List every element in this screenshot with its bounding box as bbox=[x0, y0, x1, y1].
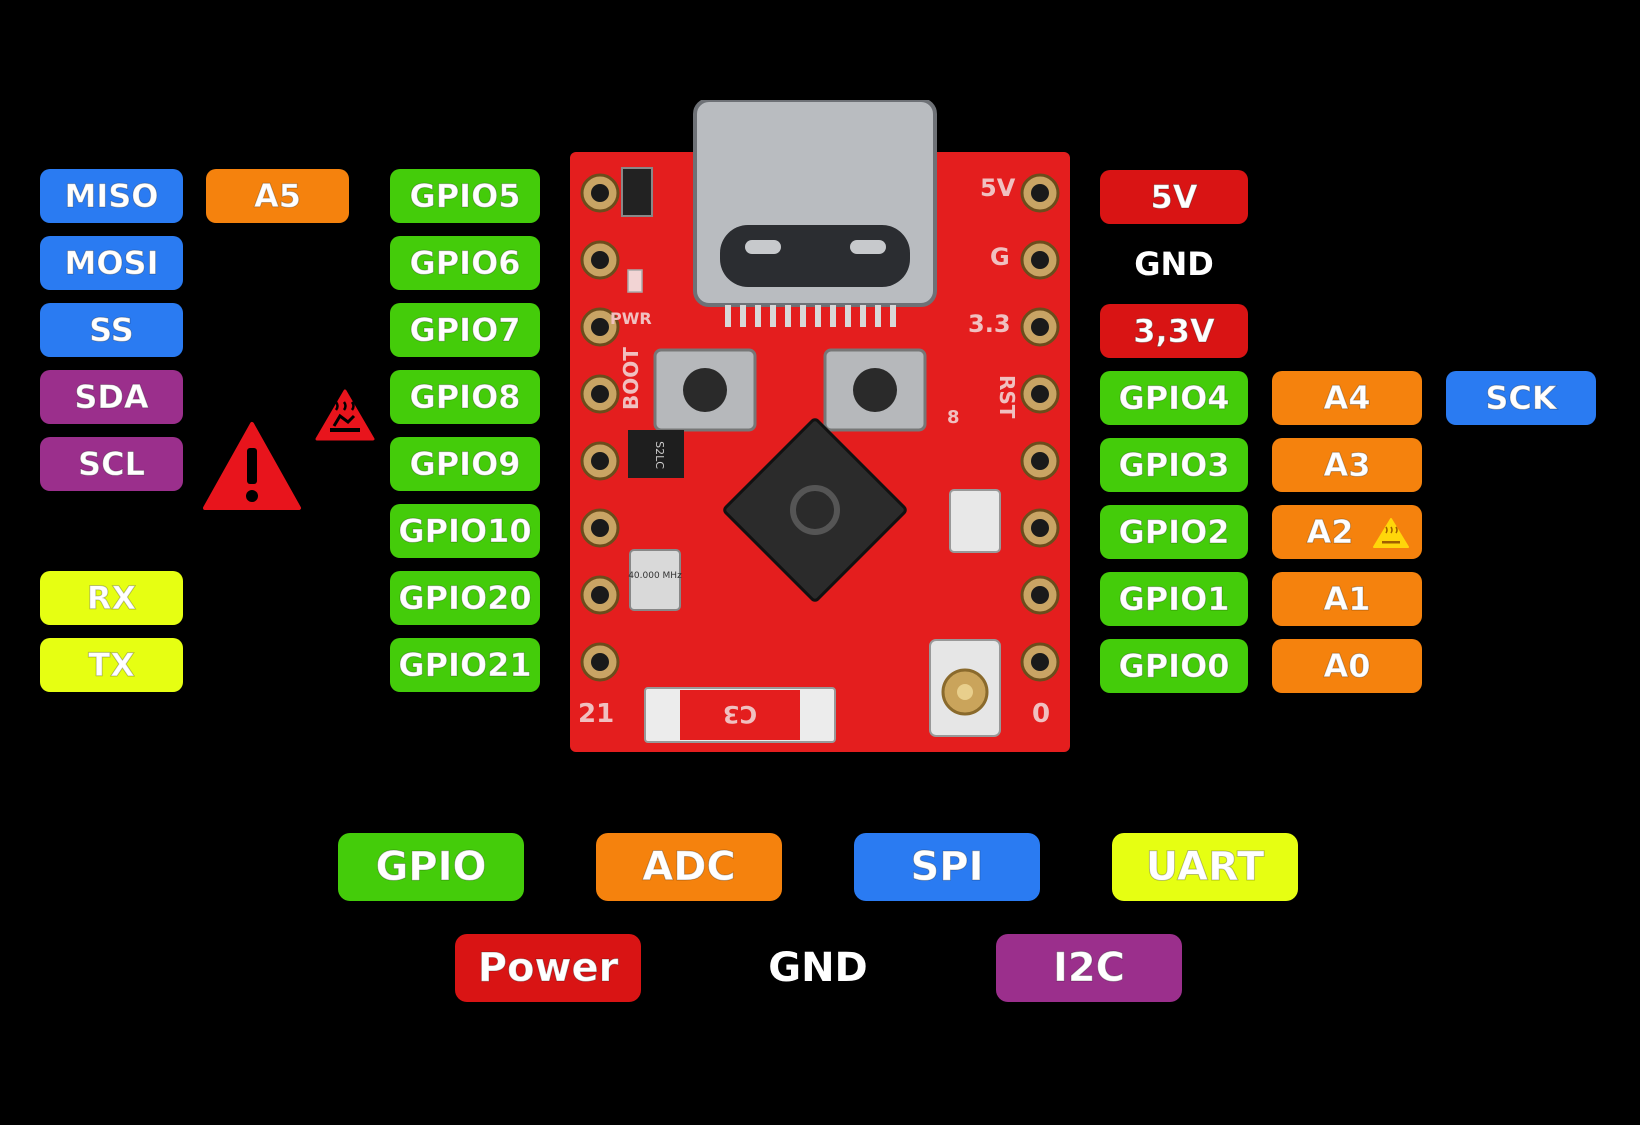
legend-adc: ADC bbox=[596, 833, 782, 901]
sda-label: SDA bbox=[40, 370, 183, 424]
svg-text:40.000 MHz: 40.000 MHz bbox=[628, 571, 682, 581]
right-pin-3v3: 3,3V bbox=[1100, 304, 1248, 358]
left-pin-gpio8: GPIO8 bbox=[390, 370, 540, 424]
mosi-label: MOSI bbox=[40, 236, 183, 290]
left-pin-gpio5: GPIO5 bbox=[390, 169, 540, 223]
a3-label: A3 bbox=[1272, 438, 1422, 492]
left-pin-gpio20: GPIO20 bbox=[390, 571, 540, 625]
crystal bbox=[629, 549, 681, 611]
ss-label: SS bbox=[40, 303, 183, 357]
svg-text:RST: RST bbox=[995, 375, 1019, 419]
rgb-led bbox=[949, 489, 1001, 553]
svg-text:5V: 5V bbox=[980, 174, 1016, 202]
right-pin-gnd: GND bbox=[1134, 245, 1214, 283]
left-pin-gpio7: GPIO7 bbox=[390, 303, 540, 357]
esp32-c3-chip bbox=[723, 418, 907, 602]
miso-label: MISO bbox=[40, 169, 183, 223]
right-pin-5v: 5V bbox=[1100, 170, 1248, 224]
svg-text:S2LC: S2LC bbox=[653, 441, 666, 469]
tx-label: TX bbox=[40, 638, 183, 692]
svg-text:PWR: PWR bbox=[610, 309, 652, 328]
svg-text:G: G bbox=[990, 243, 1010, 271]
legend-gpio: GPIO bbox=[338, 833, 524, 901]
svg-text:0: 0 bbox=[1032, 699, 1050, 729]
sck-label: SCK bbox=[1446, 371, 1596, 425]
legend-uart: UART bbox=[1112, 833, 1298, 901]
a1-label: A1 bbox=[1272, 572, 1422, 626]
svg-text:C3: C3 bbox=[723, 700, 757, 728]
right-pin-gpio4: GPIO4 bbox=[1100, 371, 1248, 425]
right-pin-gpio0: GPIO0 bbox=[1100, 639, 1248, 693]
scl-label: SCL bbox=[40, 437, 183, 491]
legend-power: Power bbox=[455, 934, 641, 1002]
a0-label: A0 bbox=[1272, 639, 1422, 693]
hot-surface-icon bbox=[315, 389, 375, 441]
svg-text:BOOT: BOOT bbox=[619, 347, 643, 410]
board-image: S2LC 40.000 MHz 5V G 3.3 RST BOOT PWR 8 … bbox=[570, 100, 1070, 752]
voltage-regulator bbox=[628, 430, 684, 478]
legend-i2c: I2C bbox=[996, 934, 1182, 1002]
right-pin-gpio1: GPIO1 bbox=[1100, 572, 1248, 626]
caution-hot-icon bbox=[1373, 518, 1409, 548]
a5-label: A5 bbox=[206, 169, 349, 223]
warning-icon bbox=[203, 422, 301, 510]
left-pin-gpio6: GPIO6 bbox=[390, 236, 540, 290]
rx-label: RX bbox=[40, 571, 183, 625]
left-pin-gpio10: GPIO10 bbox=[390, 504, 540, 558]
right-pin-gpio2: GPIO2 bbox=[1100, 505, 1248, 559]
a2-label: A2 bbox=[1272, 505, 1422, 559]
right-pin-gpio3: GPIO3 bbox=[1100, 438, 1248, 492]
a4-label: A4 bbox=[1272, 371, 1422, 425]
svg-text:21: 21 bbox=[578, 699, 614, 729]
left-pin-gpio21: GPIO21 bbox=[390, 638, 540, 692]
svg-text:8: 8 bbox=[947, 407, 960, 428]
a2-text: A2 bbox=[1306, 513, 1354, 552]
legend-spi: SPI bbox=[854, 833, 1040, 901]
svg-text:3.3: 3.3 bbox=[968, 310, 1011, 338]
legend-gnd: GND bbox=[768, 945, 868, 991]
left-pin-gpio9: GPIO9 bbox=[390, 437, 540, 491]
